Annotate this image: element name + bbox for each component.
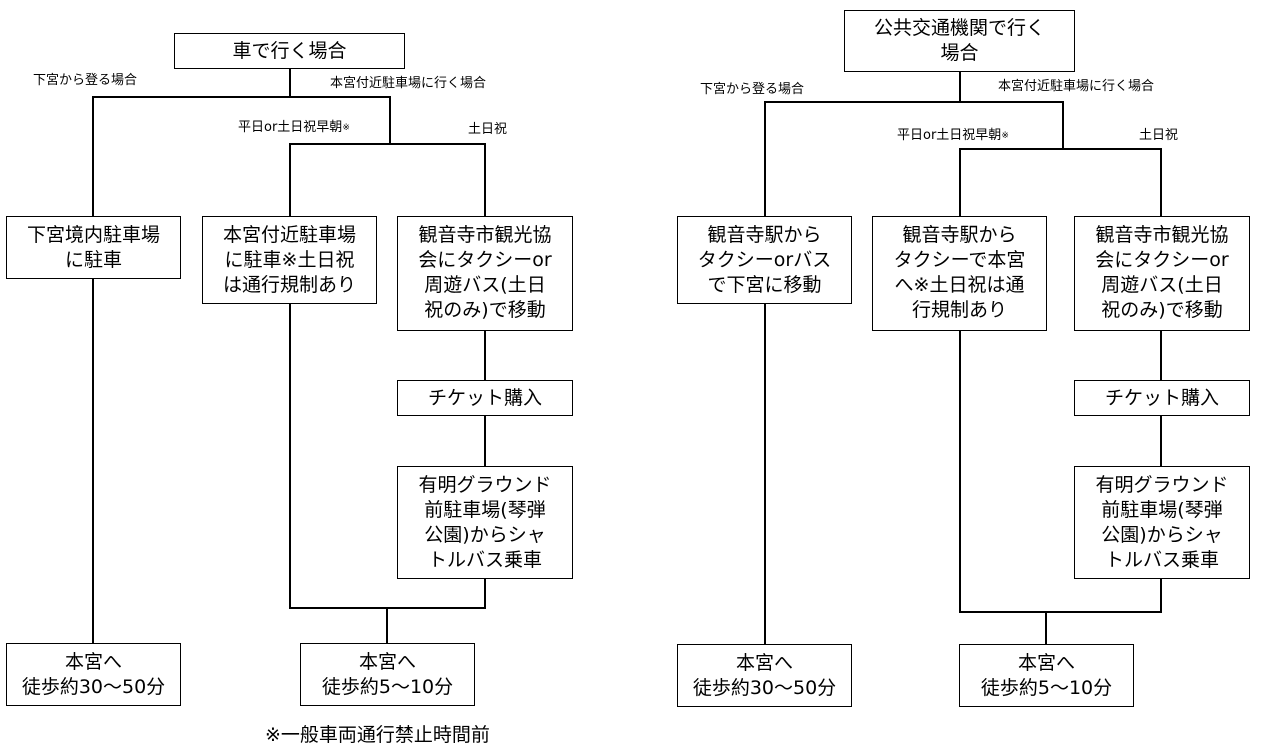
box-walk-short: 本宮へ 徒歩約5〜10分 bbox=[959, 644, 1134, 707]
title-box-car: 車で行く場合 bbox=[174, 33, 405, 69]
footnote: ※一般車両通行禁止時間前 bbox=[265, 724, 490, 746]
footnote-mark: ※ bbox=[1001, 131, 1009, 141]
connector-line bbox=[389, 96, 391, 144]
connector-line bbox=[1062, 101, 1064, 149]
box-taxi-hongu: 観音寺駅から タクシーで本宮 へ※土日祝は通 行規制あり bbox=[872, 216, 1047, 331]
box-walk-long: 本宮へ 徒歩約30〜50分 bbox=[677, 644, 852, 707]
connector-line bbox=[289, 143, 291, 217]
box-shimomiya-parking: 下宮境内駐車場 に駐車 bbox=[6, 216, 181, 279]
connector-line bbox=[959, 611, 1162, 613]
connector-line bbox=[484, 415, 486, 467]
connector-line bbox=[959, 148, 961, 217]
box-ticket: チケット購入 bbox=[1074, 380, 1250, 416]
branch-label-weekday: 平日or土日祝早朝※ bbox=[238, 120, 350, 136]
box-kanonji-bus: 観音寺市観光協 会にタクシーor 周遊バス(土日 祝のみ)で移動 bbox=[397, 216, 573, 331]
title-box-public-transport: 公共交通機関で行く 場合 bbox=[844, 10, 1075, 72]
box-shuttle: 有明グラウンド 前駐車場(琴弾 公園)からシャ トルバス乗車 bbox=[397, 466, 573, 579]
branch-label-hongu: 本宮付近駐車場に行く場合 bbox=[998, 79, 1155, 94]
footnote-mark: ※ bbox=[342, 123, 350, 133]
connector-line bbox=[764, 303, 766, 644]
box-ticket: チケット購入 bbox=[397, 380, 573, 416]
connector-line bbox=[386, 607, 388, 643]
branch-label-shimomiya: 下宮から登る場合 bbox=[700, 82, 805, 97]
box-shuttle: 有明グラウンド 前駐車場(琴弾 公園)からシャ トルバス乗車 bbox=[1074, 466, 1250, 579]
branch-label-weekend: 土日祝 bbox=[468, 122, 508, 137]
connector-line bbox=[959, 71, 961, 102]
box-kanonji-bus: 観音寺市観光協 会にタクシーor 周遊バス(土日 祝のみ)で移動 bbox=[1074, 216, 1250, 331]
connector-line bbox=[1045, 611, 1047, 644]
connector-line bbox=[959, 148, 1162, 150]
box-walk-short: 本宮へ 徒歩約5〜10分 bbox=[300, 643, 475, 706]
branch-label-weekday: 平日or土日祝早朝※ bbox=[897, 128, 1009, 144]
connector-line bbox=[959, 330, 961, 613]
branch-label-weekday-text: 平日or土日祝早朝 bbox=[897, 128, 1002, 143]
box-taxi-shimomiya: 観音寺駅から タクシーorバス で下宮に移動 bbox=[677, 216, 852, 304]
branch-label-hongu: 本宮付近駐車場に行く場合 bbox=[330, 76, 487, 91]
branch-label-shimomiya: 下宮から登る場合 bbox=[33, 73, 138, 88]
connector-line bbox=[92, 278, 94, 643]
branch-label-weekend: 土日祝 bbox=[1139, 128, 1179, 143]
box-walk-long: 本宮へ 徒歩約30〜50分 bbox=[6, 643, 181, 706]
connector-line bbox=[484, 330, 486, 381]
connector-line bbox=[92, 96, 391, 98]
connector-line bbox=[289, 303, 291, 609]
connector-line bbox=[764, 101, 1064, 103]
connector-line bbox=[764, 101, 766, 217]
connector-line bbox=[1160, 330, 1162, 381]
connector-line bbox=[1160, 415, 1162, 467]
box-hongu-parking: 本宮付近駐車場 に駐車※土日祝 は通行規制あり bbox=[202, 216, 377, 304]
connector-line bbox=[92, 96, 94, 216]
connector-line bbox=[484, 143, 486, 217]
connector-line bbox=[484, 578, 486, 609]
connector-line bbox=[1160, 578, 1162, 613]
connector-line bbox=[1160, 148, 1162, 217]
branch-label-weekday-text: 平日or土日祝早朝 bbox=[238, 120, 343, 135]
connector-line bbox=[289, 143, 486, 145]
connector-line bbox=[289, 68, 291, 97]
